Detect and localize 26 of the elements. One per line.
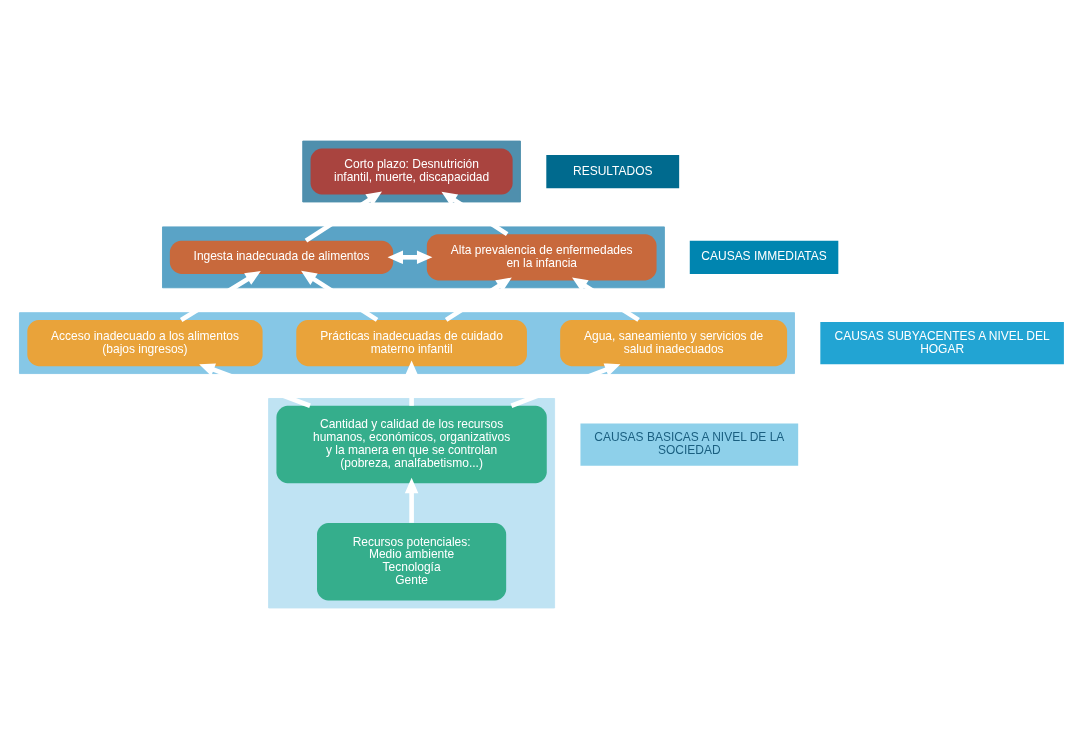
arrow: [441, 191, 509, 237]
cluster: [302, 140, 521, 203]
node-box: Agua, saneamiento y servicios de salud inadecuados: [560, 320, 788, 367]
arrow: [404, 477, 419, 523]
arrow: [510, 363, 621, 408]
arrow: [404, 360, 419, 406]
cluster: [162, 226, 665, 289]
cluster: [268, 398, 556, 609]
arrow: [199, 363, 311, 408]
node-box: Alta prevalencia de enfermedades en la infancia: [426, 234, 657, 281]
node-box: Corto plazo: Desnutrición infantil, muerte, discapacidad: [310, 148, 513, 195]
node-box: Cantidad y calidad de los recursos humanos, económicos, organizativos y la manera en que se controlan (pobreza, analfabetismo...): [276, 405, 547, 484]
arrow: [387, 250, 433, 265]
node-box: CAUSAS IMMEDIATAS: [689, 240, 839, 274]
node-box: RESULTADOS: [546, 154, 680, 189]
node-box: Ingesta inadecuada de alimentos: [169, 240, 394, 274]
node-box: CAUSAS SUBYACENTES A NIVEL DEL HOGAR: [820, 321, 1064, 365]
node-box: CAUSAS BASICAS A NIVEL DE LA SOCIEDAD: [580, 423, 799, 466]
node-box: Acceso inadecuado a los alimentos (bajos ingresos): [27, 320, 263, 367]
node-box: Recursos potenciales: Medio ambiente Tecnología Gente: [317, 523, 507, 601]
arrow: [180, 270, 261, 322]
arrow: [301, 270, 379, 322]
arrow: [572, 277, 640, 322]
arrow: [444, 277, 512, 322]
node-box: Prácticas inadecuadas de cuidado materno infantil: [296, 320, 527, 367]
arrow: [304, 191, 382, 243]
